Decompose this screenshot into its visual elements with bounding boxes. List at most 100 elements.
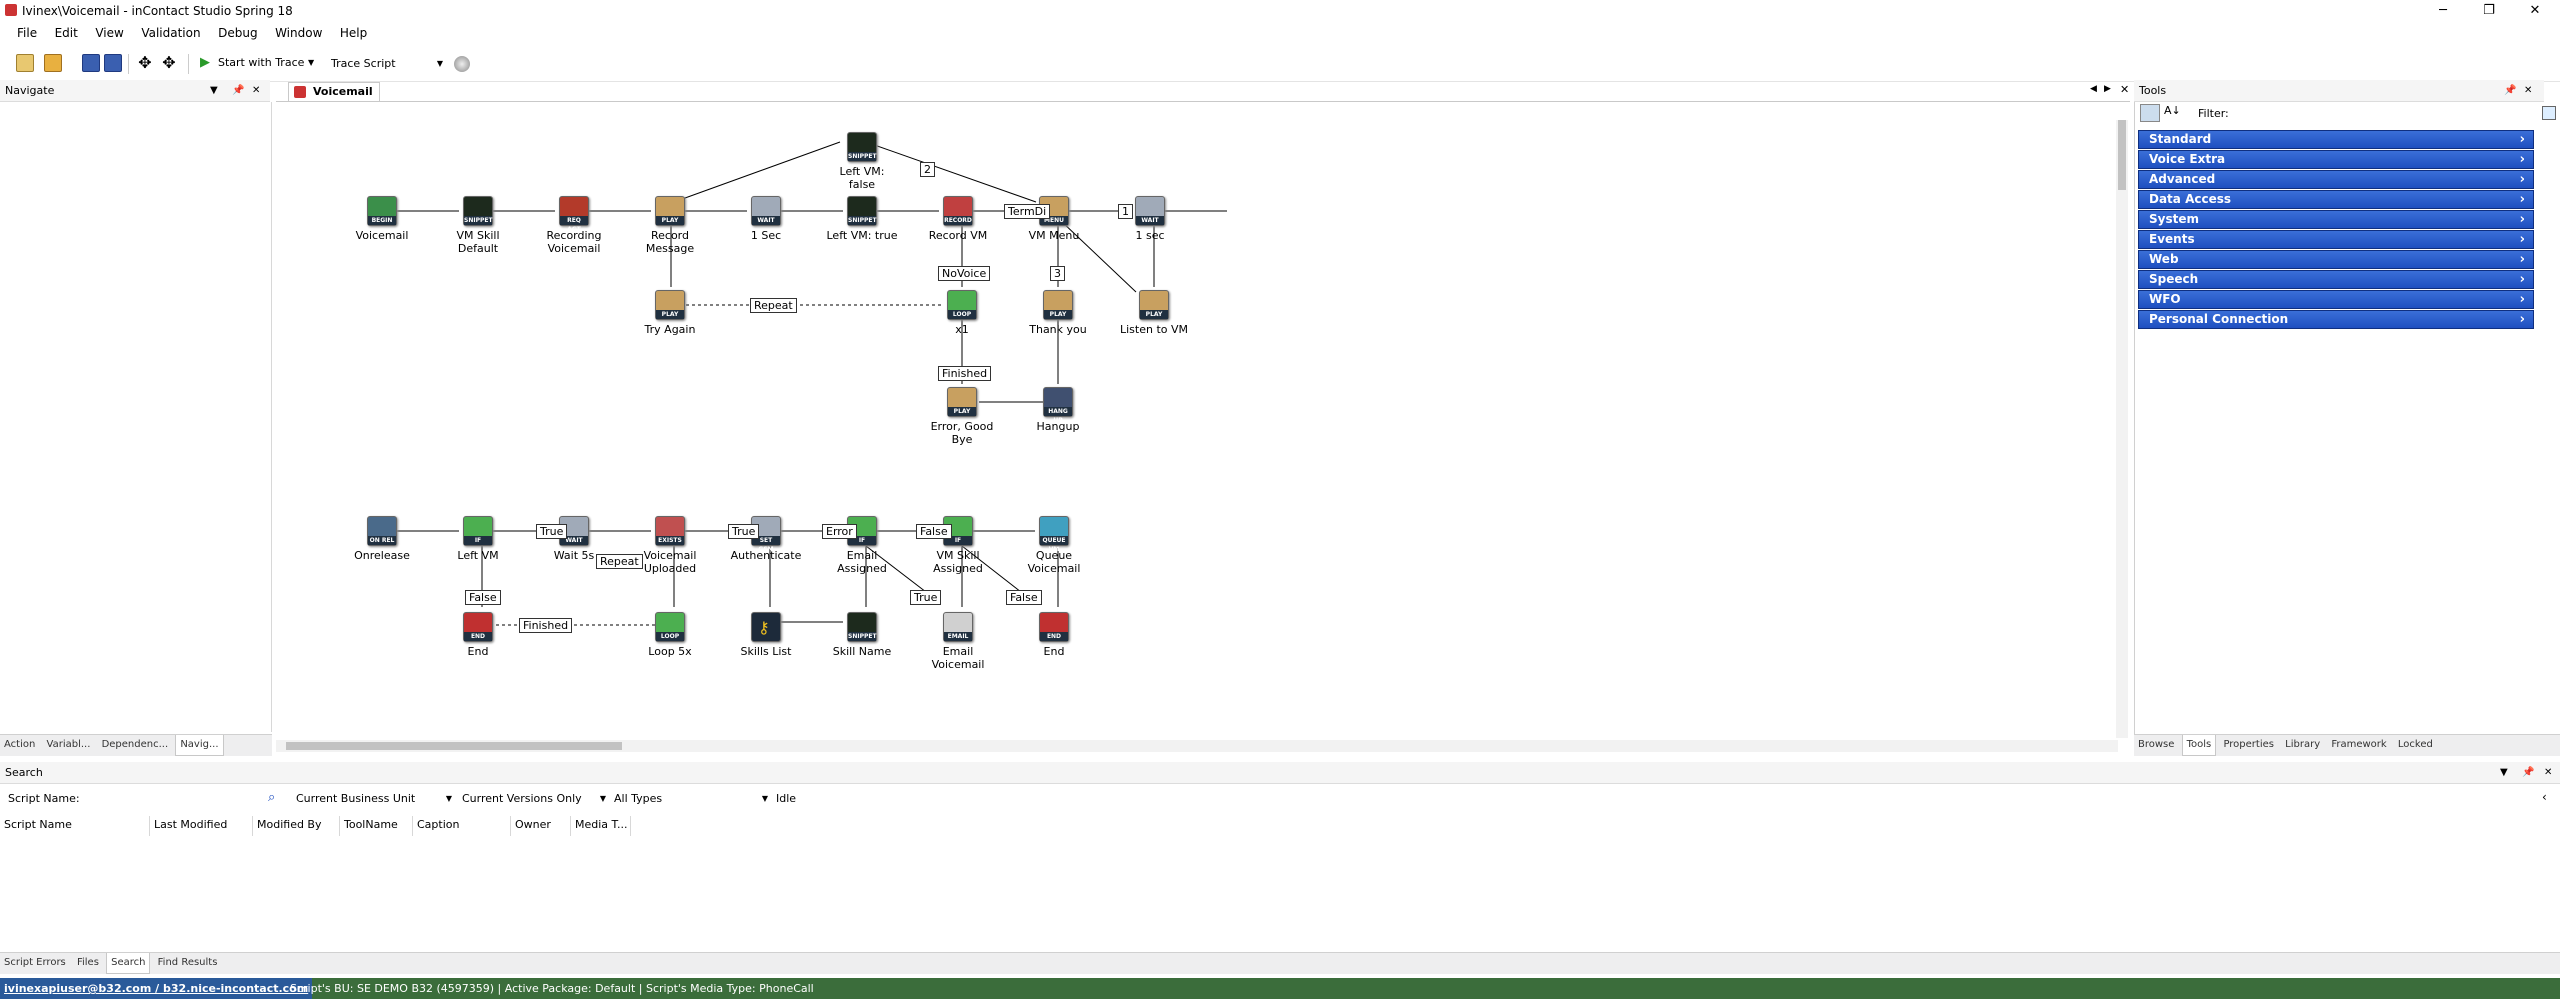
tab-script-errors[interactable]: Script Errors [4, 957, 66, 968]
menu-validation[interactable]: Validation [141, 26, 201, 40]
column-header[interactable]: Script Name [0, 816, 150, 836]
tab-search[interactable]: Search [106, 953, 151, 974]
node-skills-list[interactable]: ⚷ [751, 612, 781, 642]
tool-group-data-access[interactable]: Data Access› [2138, 190, 2534, 209]
close-button[interactable]: ✕ [2529, 3, 2541, 18]
column-header[interactable]: ToolName [340, 816, 413, 836]
tool-group-events[interactable]: Events› [2138, 230, 2534, 249]
node-loop[interactable]: LOOP [947, 290, 977, 320]
node-play[interactable]: PLAY [1139, 290, 1169, 320]
move-all-icon[interactable]: ✥ [162, 53, 176, 72]
trace-script-select[interactable]: Trace Script▼ [326, 56, 446, 74]
node-play[interactable]: PLAY [1043, 290, 1073, 320]
tab-files[interactable]: Files [76, 957, 99, 968]
tab-locked[interactable]: Locked [2397, 739, 2433, 750]
node-snippet[interactable]: SNIPPET [847, 612, 877, 642]
tool-group-voice-extra[interactable]: Voice Extra› [2138, 150, 2534, 169]
move-icon[interactable]: ✥ [138, 53, 152, 72]
close-document-icon[interactable]: ✕ [2120, 83, 2130, 96]
node-end[interactable]: END [1039, 612, 1069, 642]
types-select[interactable]: All Types▼ [610, 789, 770, 809]
pin-icon[interactable]: 📌 [2504, 85, 2517, 96]
menu-window[interactable]: Window [275, 26, 323, 40]
node-loop[interactable]: LOOP [655, 612, 685, 642]
script-name-input[interactable] [84, 789, 264, 809]
open-folder-icon[interactable] [44, 54, 62, 72]
filter-input[interactable] [2236, 104, 2336, 122]
node-begin[interactable]: BEGIN [367, 196, 397, 226]
node-play[interactable]: PLAY [655, 290, 685, 320]
node-email[interactable]: EMAIL [943, 612, 973, 642]
close-icon[interactable]: ✕ [2524, 85, 2533, 96]
node-snippet[interactable]: SNIPPET [463, 196, 493, 226]
node-snippet[interactable]: SNIPPET [847, 132, 877, 162]
horizontal-scrollbar[interactable] [276, 740, 2118, 752]
search-results-grid[interactable] [0, 836, 2560, 952]
user-link[interactable]: ivinexapiuser@b32.com / b32.nice-inconta… [0, 978, 313, 999]
tool-group-system[interactable]: System› [2138, 210, 2534, 229]
menu-file[interactable]: File [17, 26, 38, 40]
node-if[interactable]: IF [463, 516, 493, 546]
chevron-down-icon[interactable]: ▼ [308, 58, 315, 67]
scroll-tabs-left-icon[interactable]: ◀ [2090, 84, 2097, 94]
node-onrelease[interactable]: ON REL [367, 516, 397, 546]
node-queuevm[interactable]: QUEUE VM [1039, 516, 1069, 553]
pin-icon[interactable]: 📌 [232, 85, 245, 96]
dropdown-icon[interactable]: ▼ [2500, 767, 2508, 778]
tab-framework[interactable]: Framework [2331, 739, 2387, 750]
node-exists[interactable]: EXISTS [655, 516, 685, 546]
vertical-scrollbar[interactable] [2116, 120, 2128, 738]
node-hangup[interactable]: HANG UP [1043, 387, 1073, 424]
tool-group-web[interactable]: Web› [2138, 250, 2534, 269]
search-icon[interactable]: ⌕ [268, 790, 276, 805]
maximize-button[interactable]: ❐ [2483, 3, 2495, 18]
node-wait[interactable]: WAIT [751, 196, 781, 226]
tab-action[interactable]: Action [4, 739, 36, 750]
save-all-icon[interactable] [104, 54, 122, 72]
business-unit-select[interactable]: Current Business Unit▼ [292, 789, 454, 809]
tool-group-speech[interactable]: Speech› [2138, 270, 2534, 289]
node-play[interactable]: PLAY [947, 387, 977, 417]
node-reqagent[interactable]: REQ AGT [559, 196, 589, 233]
menu-edit[interactable]: Edit [54, 26, 78, 40]
sort-az-icon[interactable]: A↓ [2164, 104, 2181, 117]
tab-properties[interactable]: Properties [2223, 739, 2274, 750]
tool-group-personal-connection[interactable]: Personal Connection› [2138, 310, 2534, 329]
tab-tools[interactable]: Tools [2181, 735, 2217, 756]
tab-find-results[interactable]: Find Results [157, 957, 218, 968]
minimize-button[interactable]: ─ [2439, 3, 2447, 18]
tab-navigate[interactable]: Navig... [175, 735, 224, 756]
chevron-left-icon[interactable]: ‹ [2542, 790, 2547, 804]
filter-options-icon[interactable] [2542, 106, 2556, 120]
tool-group-standard[interactable]: Standard› [2138, 130, 2534, 149]
column-header[interactable]: Last Modified [150, 816, 253, 836]
pin-icon[interactable]: 📌 [2522, 767, 2535, 778]
new-script-icon[interactable] [16, 54, 34, 72]
tab-dependencies[interactable]: Dependenc... [101, 739, 169, 750]
menu-view[interactable]: View [95, 26, 124, 40]
node-end[interactable]: END [463, 612, 493, 642]
tab-browse[interactable]: Browse [2138, 739, 2175, 750]
tab-voicemail[interactable]: Voicemail [288, 82, 380, 102]
menu-help[interactable]: Help [339, 26, 368, 40]
versions-select[interactable]: Current Versions Only▼ [458, 789, 608, 809]
column-header[interactable]: Caption [413, 816, 511, 836]
tool-group-advanced[interactable]: Advanced› [2138, 170, 2534, 189]
scroll-tabs-right-icon[interactable]: ▶ [2104, 84, 2111, 94]
start-trace-button[interactable]: Start with Trace [218, 56, 305, 69]
node-snippet[interactable]: SNIPPET [847, 196, 877, 226]
record-indicator-icon[interactable] [454, 56, 470, 72]
column-header[interactable]: Media T... [571, 816, 631, 836]
node-play[interactable]: PLAY [655, 196, 685, 226]
menu-debug[interactable]: Debug [218, 26, 258, 40]
node-wait[interactable]: WAIT [1135, 196, 1165, 226]
tab-variables[interactable]: Variabl... [46, 739, 91, 750]
categorized-icon[interactable] [2140, 104, 2160, 122]
play-icon[interactable]: ▶ [200, 55, 210, 70]
scrollbar-thumb[interactable] [286, 742, 622, 750]
close-icon[interactable]: ✕ [2544, 767, 2553, 778]
script-canvas[interactable]: BEGIN Voicemail SNIPPET VM Skill Default… [276, 102, 2118, 738]
close-icon[interactable]: ✕ [252, 85, 261, 96]
scrollbar-thumb[interactable] [2118, 120, 2126, 190]
save-icon[interactable] [82, 54, 100, 72]
